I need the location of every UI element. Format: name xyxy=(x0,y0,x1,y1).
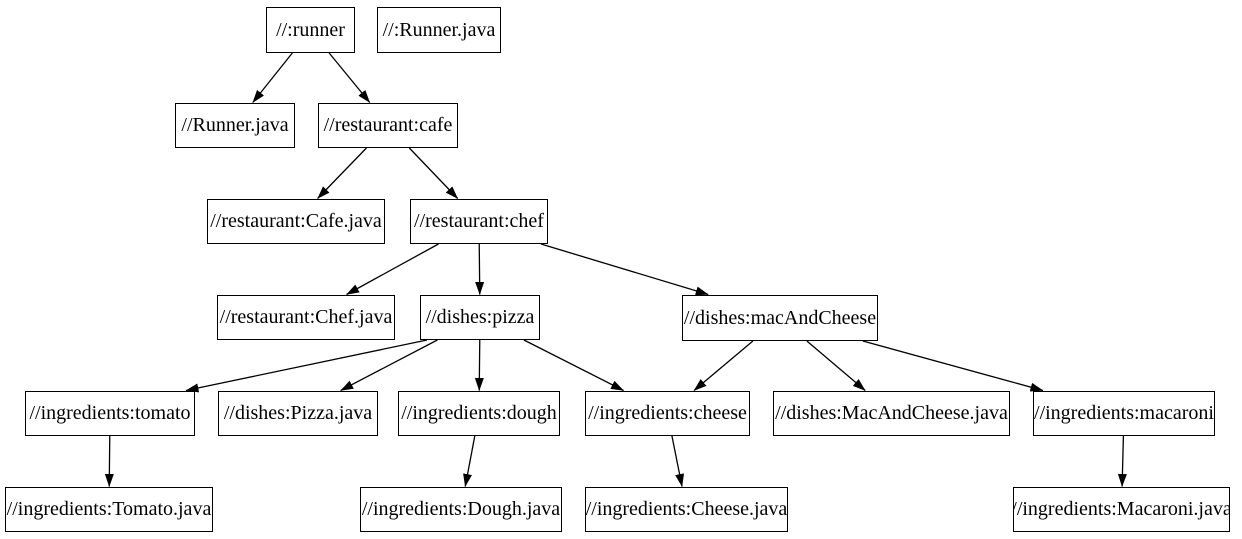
graph-node-tomato: //ingredients:tomato xyxy=(25,391,195,436)
graph-node-label: //Runner.java xyxy=(181,114,289,136)
graph-node-tomato-java: //ingredients:Tomato.java xyxy=(5,487,213,532)
graph-edge-macaroni-to-macaroni-java xyxy=(1117,435,1127,487)
graph-edge-pizza-to-pizza-java xyxy=(340,339,438,392)
graph-edge-tomato-to-tomato-java xyxy=(104,435,114,487)
graph-node-pizza: //dishes:pizza xyxy=(420,295,540,340)
graph-node-chef-java: //restaurant:Chef.java xyxy=(217,295,395,340)
graph-node-mac-and-cheese-java: //dishes:MacAndCheese.java xyxy=(773,391,1010,436)
graph-edge-pizza-to-dough xyxy=(474,339,484,391)
graph-node-label: //ingredients:macaroni xyxy=(1034,402,1214,424)
graph-edge-pizza-to-tomato xyxy=(185,339,428,393)
graph-node-label: //restaurant:Chef.java xyxy=(219,306,393,328)
graph-edge-dough-to-dough-java xyxy=(463,435,476,487)
graph-edge-cheese-to-cheese-java xyxy=(671,435,685,487)
graph-node-chef: //restaurant:chef xyxy=(410,199,548,244)
graph-node-dough: //ingredients:dough xyxy=(398,391,560,436)
graph-node-label: //restaurant:cafe xyxy=(323,114,453,136)
graph-node-runner-java: //Runner.java xyxy=(175,103,295,148)
graph-edge-cafe-to-cafe-java xyxy=(317,147,367,199)
graph-node-runner: //:runner xyxy=(266,7,355,53)
graph-node-cafe-java: //restaurant:Cafe.java xyxy=(207,199,385,244)
graph-edge-chef-to-mac-and-cheese xyxy=(540,243,709,296)
graph-node-root-runner-java: //:Runner.java xyxy=(377,7,501,53)
graph-node-label: //dishes:pizza xyxy=(425,306,535,328)
graph-edge-pizza-to-cheese xyxy=(523,339,625,392)
graph-edge-cafe-to-chef xyxy=(408,147,459,199)
graph-edge-runner-to-cafe xyxy=(328,52,371,103)
graph-node-label: //:runner xyxy=(276,18,345,41)
graph-node-dough-java: //ingredients:Dough.java xyxy=(360,487,562,532)
graph-edge-chef-to-pizza xyxy=(475,243,485,295)
graph-edge-mac-and-cheese-to-mac-and-cheese-java xyxy=(806,340,866,391)
graph-edge-mac-and-cheese-to-macaroni xyxy=(862,340,1044,392)
graph-node-macaroni-java: //ingredients:Macaroni.java xyxy=(1013,487,1230,532)
graph-node-cheese-java: //ingredients:Cheese.java xyxy=(585,487,788,532)
graph-node-label: //restaurant:Cafe.java xyxy=(210,210,382,232)
graph-node-cheese: //ingredients:cheese xyxy=(585,391,750,436)
graph-node-label: //ingredients:tomato xyxy=(29,402,191,424)
graph-node-label: //ingredients:Tomato.java xyxy=(6,498,212,520)
graph-node-label: //ingredients:Cheese.java xyxy=(585,498,788,520)
graph-node-label: //dishes:macAndCheese xyxy=(683,306,877,329)
graph-node-label: //:Runner.java xyxy=(382,18,496,41)
graph-node-mac-and-cheese: //dishes:macAndCheese xyxy=(682,295,878,341)
graph-node-label: //ingredients:Dough.java xyxy=(361,498,561,520)
graph-node-label: //ingredients:Macaroni.java xyxy=(1013,498,1230,520)
graph-edge-chef-to-chef-java xyxy=(346,243,439,296)
graph-node-pizza-java: //dishes:Pizza.java xyxy=(218,391,378,436)
graph-node-label: //ingredients:cheese xyxy=(588,402,747,424)
graph-edge-mac-and-cheese-to-cheese xyxy=(693,340,754,391)
graph-node-label: //dishes:MacAndCheese.java xyxy=(775,402,1008,424)
graph-node-label: //ingredients:dough xyxy=(401,402,557,424)
graph-node-label: //restaurant:chef xyxy=(414,210,544,232)
graph-node-cafe: //restaurant:cafe xyxy=(318,103,458,148)
graph-node-label: //dishes:Pizza.java xyxy=(223,402,373,424)
graph-node-macaroni: //ingredients:macaroni xyxy=(1033,391,1215,436)
graph-edge-runner-to-runner-java xyxy=(252,52,293,103)
